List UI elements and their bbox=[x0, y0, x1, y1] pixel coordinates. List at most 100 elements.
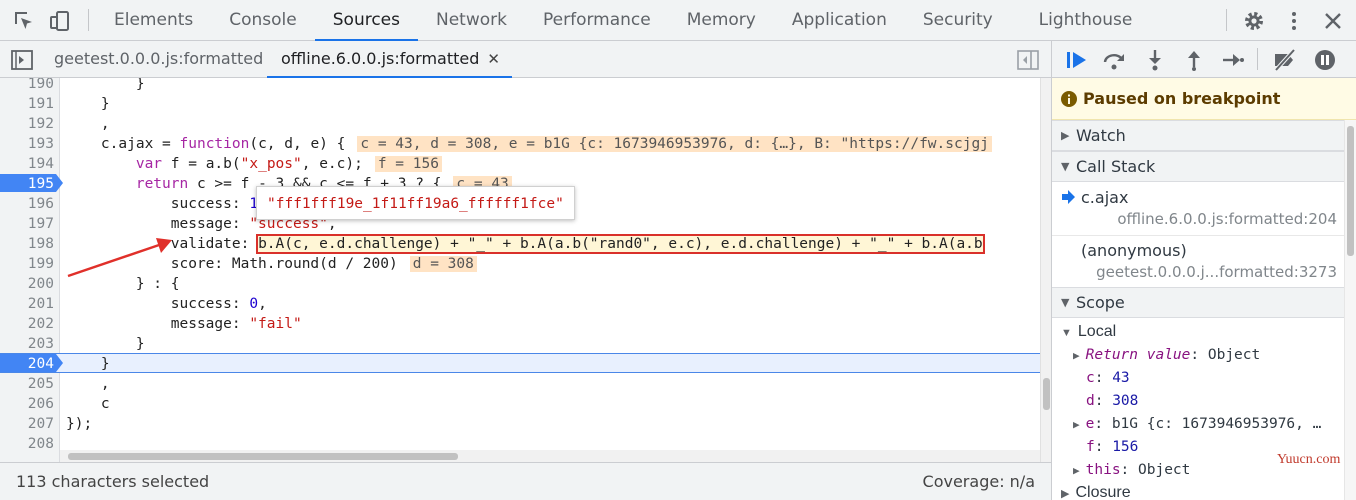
breakpoint-marker[interactable] bbox=[0, 354, 63, 372]
step-over-icon[interactable] bbox=[1102, 48, 1126, 72]
scope-variable[interactable]: ▶e: b1G {c: 1673946953976, … bbox=[1073, 416, 1322, 432]
scrollbar-thumb[interactable] bbox=[1043, 378, 1050, 410]
line-number[interactable]: 192 bbox=[27, 116, 54, 132]
divider bbox=[1052, 235, 1345, 236]
code-line: 200 } : { bbox=[0, 274, 1040, 294]
toggle-debugger-sidebar-icon[interactable] bbox=[1017, 49, 1039, 71]
watermark: Yuucn.com bbox=[1277, 452, 1341, 467]
line-number[interactable]: 200 bbox=[27, 276, 54, 292]
inline-value: d = 308 bbox=[409, 256, 477, 272]
code-line: 208 bbox=[0, 434, 1040, 454]
scope-variable[interactable]: ▶this: Object bbox=[1073, 462, 1191, 478]
line-number[interactable]: 202 bbox=[27, 316, 54, 332]
step-icon[interactable] bbox=[1221, 48, 1245, 72]
main-tabs: Elements Console Sources Network Perform… bbox=[96, 0, 1150, 42]
code-line: 191 } bbox=[0, 94, 1040, 114]
value-popover: "fff1fff19e_1f11ff19a6_ffffff1fce" bbox=[256, 186, 575, 220]
code-line: 199 score: Math.round(d / 200)d = 308 bbox=[0, 254, 1040, 274]
collapse-arrow-icon: ▼ bbox=[1061, 160, 1070, 173]
call-frame[interactable]: (anonymous) geetest.0.0.0.j...formatted:… bbox=[1081, 241, 1337, 281]
expand-arrow-icon: ▶ bbox=[1073, 464, 1080, 477]
editor-status-bar: 113 characters selected Coverage: n/a bbox=[0, 462, 1051, 500]
line-number[interactable]: 197 bbox=[27, 216, 54, 232]
code-line-paused: 204 } bbox=[0, 353, 1040, 373]
settings-gear-icon[interactable] bbox=[1242, 9, 1266, 33]
tab-memory[interactable]: Memory bbox=[686, 10, 756, 30]
scrollbar-thumb[interactable] bbox=[68, 453, 458, 460]
debugger-controls bbox=[1052, 41, 1356, 78]
close-devtools-icon[interactable] bbox=[1321, 9, 1345, 33]
line-number[interactable]: 194 bbox=[27, 156, 54, 172]
selected-expression[interactable]: b.A(c, e.d.challenge) + "_" + b.A(a.b("r… bbox=[256, 234, 985, 254]
line-number[interactable]: 191 bbox=[27, 96, 54, 112]
line-number[interactable]: 207 bbox=[27, 416, 54, 432]
line-number[interactable]: 199 bbox=[27, 256, 54, 272]
line-number[interactable]: 190 bbox=[27, 78, 54, 92]
toggle-navigator-icon[interactable] bbox=[10, 48, 34, 72]
scope-section-header[interactable]: ▼ Scope bbox=[1052, 287, 1356, 318]
line-number[interactable]: 196 bbox=[27, 196, 54, 212]
watch-section-header[interactable]: ▶ Watch bbox=[1052, 120, 1356, 151]
line-number[interactable]: 206 bbox=[27, 396, 54, 412]
step-out-icon[interactable] bbox=[1182, 48, 1206, 72]
call-frame-current[interactable]: c.ajax offline.6.0.0.js:formatted:204 bbox=[1052, 182, 1345, 234]
tab-sources[interactable]: Sources bbox=[314, 0, 419, 42]
inline-value: c = 43, d = 308, e = b1G {c: 16739469539… bbox=[357, 136, 992, 152]
pause-on-exceptions-icon[interactable] bbox=[1313, 48, 1337, 72]
tab-performance[interactable]: Performance bbox=[542, 10, 651, 30]
close-tab-icon[interactable]: ✕ bbox=[487, 50, 500, 68]
devtools-toolbar: Elements Console Sources Network Perform… bbox=[0, 0, 1356, 42]
step-into-icon[interactable] bbox=[1143, 48, 1167, 72]
more-options-icon[interactable] bbox=[1282, 9, 1306, 33]
code-line: 198 validate: b.A(c, e.d.challenge) + "_… bbox=[0, 234, 1040, 254]
coverage-status: Coverage: n/a bbox=[922, 472, 1035, 491]
line-number[interactable]: 204 bbox=[27, 356, 54, 372]
code-line: 194 var f = a.b("x_pos", e.c);f = 156 bbox=[0, 154, 1040, 174]
line-number[interactable]: 198 bbox=[27, 236, 54, 252]
code-line: 203 } bbox=[0, 334, 1040, 354]
closure-scope-header[interactable]: ▶Closure bbox=[1061, 484, 1131, 500]
tab-application[interactable]: Application bbox=[791, 10, 887, 30]
scope-variable[interactable]: d: 308 bbox=[1086, 393, 1139, 409]
expand-arrow-icon: ▶ bbox=[1073, 349, 1080, 362]
file-tab-offline[interactable]: offline.6.0.0.js:formatted✕ bbox=[267, 41, 512, 79]
tab-lighthouse[interactable]: Lighthouse bbox=[1038, 10, 1133, 30]
device-toolbar-icon[interactable] bbox=[48, 9, 72, 33]
code-line: 205 , bbox=[0, 374, 1040, 394]
code-editor[interactable]: 190 } 191 } 192 , 193 c.ajax = function(… bbox=[0, 78, 1040, 462]
toolbar-divider bbox=[1257, 48, 1258, 70]
vertical-scrollbar[interactable] bbox=[1040, 78, 1051, 462]
breakpoint-marker[interactable] bbox=[0, 174, 63, 192]
local-scope-header[interactable]: ▼Local bbox=[1061, 323, 1117, 340]
tab-security[interactable]: Security bbox=[922, 10, 993, 30]
debugger-sidebar: Paused on breakpoint ▶ Watch ▼ Call Stac… bbox=[1051, 41, 1356, 500]
call-stack-section-header[interactable]: ▼ Call Stack bbox=[1052, 151, 1356, 182]
resume-icon[interactable] bbox=[1064, 48, 1088, 72]
deactivate-breakpoints-icon[interactable] bbox=[1272, 48, 1296, 72]
line-number[interactable]: 195 bbox=[27, 176, 54, 192]
line-number[interactable]: 203 bbox=[27, 336, 54, 352]
tab-elements[interactable]: Elements bbox=[114, 10, 194, 30]
inspect-element-icon[interactable] bbox=[12, 9, 36, 33]
file-tab-geetest[interactable]: geetest.0.0.0.js:formatted bbox=[54, 41, 263, 78]
line-number-gutter bbox=[0, 78, 60, 462]
line-number[interactable]: 205 bbox=[27, 376, 54, 392]
line-number[interactable]: 201 bbox=[27, 296, 54, 312]
annotation-arrow-icon bbox=[67, 238, 172, 278]
paused-banner: Paused on breakpoint bbox=[1052, 78, 1356, 120]
editor-tab-bar: geetest.0.0.0.js:formatted offline.6.0.0… bbox=[0, 41, 1051, 79]
code-line: 192 , bbox=[0, 114, 1040, 134]
scope-variable[interactable]: ▶Return value: Object bbox=[1073, 347, 1261, 363]
horizontal-scrollbar[interactable] bbox=[60, 450, 1040, 462]
toolbar-divider bbox=[88, 9, 89, 31]
tab-network[interactable]: Network bbox=[436, 10, 507, 30]
tab-console[interactable]: Console bbox=[229, 10, 297, 30]
scrollbar-thumb[interactable] bbox=[1347, 126, 1354, 256]
code-line: 197 message: "success", bbox=[0, 214, 1040, 234]
line-number[interactable]: 208 bbox=[27, 436, 54, 452]
line-number[interactable]: 193 bbox=[27, 136, 54, 152]
sidebar-scrollbar[interactable] bbox=[1344, 120, 1356, 500]
scope-variable[interactable]: f: 156 bbox=[1086, 439, 1139, 455]
scope-variable[interactable]: c: 43 bbox=[1086, 370, 1130, 386]
file-tab-label: geetest.0.0.0.js:formatted bbox=[54, 49, 264, 68]
